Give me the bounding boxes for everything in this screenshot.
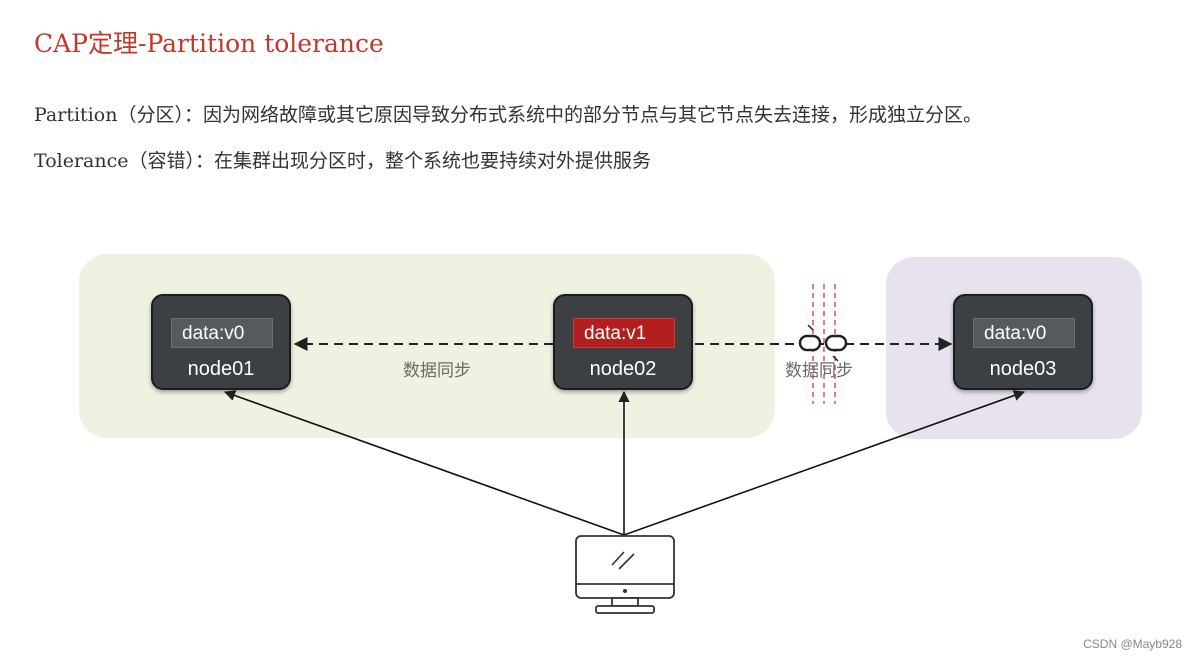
computer-monitor-icon	[575, 535, 675, 614]
broken-link-icon	[798, 324, 848, 362]
node-01: data:v0 node01	[151, 294, 291, 390]
node-name: node01	[187, 358, 255, 380]
node-data-value: data:v0	[171, 318, 273, 348]
node-data-value: data:v0	[973, 318, 1075, 348]
partition-description: Partition（分区）：因为网络故障或其它原因导致分布式系统中的部分节点与其…	[34, 104, 982, 126]
tolerance-description: Tolerance（容错）：在集群出现分区时，整个系统也要持续对外提供服务	[34, 150, 651, 172]
node-data-value: data:v1	[573, 318, 675, 348]
page-title: CAP定理-Partition tolerance	[34, 29, 384, 58]
node-03: data:v0 node03	[953, 294, 1093, 390]
client-arrow-node03	[623, 390, 1026, 536]
partition-cut-lines	[812, 284, 836, 404]
node-02: data:v1 node02	[553, 294, 693, 390]
node-name: node03	[989, 358, 1057, 380]
client-arrow-node01	[223, 390, 625, 536]
watermark: CSDN @Mayb928	[1083, 637, 1182, 651]
sync-label-right: 数据同步	[785, 361, 853, 381]
sync-label-left: 数据同步	[403, 361, 471, 381]
node-name: node02	[589, 358, 657, 380]
